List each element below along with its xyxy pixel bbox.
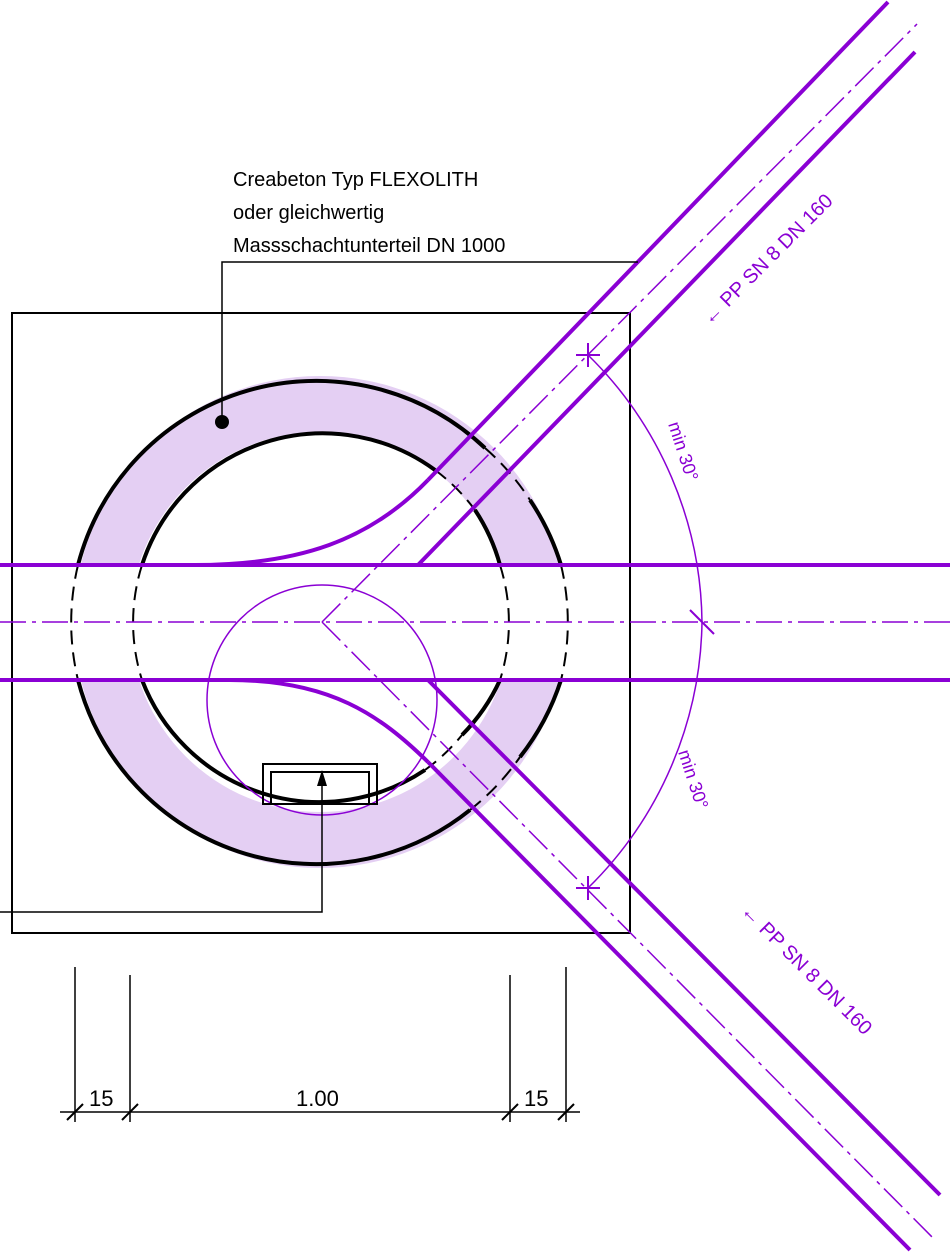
- outer-wall-right: [528, 498, 563, 566]
- callout-line2: oder gleichwertig: [233, 202, 384, 224]
- upper-pipe-inner-wall: [426, 0, 890, 482]
- upper-pipe-centerline: [321, 23, 918, 623]
- dim-right-label: 15: [524, 1086, 548, 1111]
- upper-angle-arc: [587, 354, 703, 623]
- dim-tick-1: [66, 1103, 84, 1121]
- upper-pipe-branch-curve: [194, 478, 430, 567]
- outer-wall-lower-right: [518, 679, 563, 759]
- inner-wall-lower-right: [460, 679, 502, 737]
- lower-pipe-inner-wall: [426, 760, 912, 1252]
- foundation-outline: [11, 312, 631, 934]
- callout-line3: Massschachtunterteil DN 1000: [233, 235, 505, 257]
- outer-wall-hidden-right: [560, 564, 569, 681]
- lower-pipe-outer-wall: [426, 678, 942, 1197]
- dim-left-label: 15: [89, 1086, 113, 1111]
- lower-angle-label: min 30°: [674, 747, 712, 811]
- dim-tick-4: [557, 1103, 575, 1121]
- callout-line1: Creabeton Typ FLEXOLITH: [233, 169, 478, 191]
- inner-wall-hidden-lower: [424, 734, 463, 771]
- lower-pipe-centerline: [321, 621, 936, 1241]
- callout-leader: [221, 261, 638, 422]
- outer-wall-top: [76, 378, 487, 566]
- inner-wall-right: [473, 508, 502, 566]
- dim-middle-label: 1.00: [296, 1086, 339, 1111]
- outer-wall-hidden-left: [70, 564, 79, 681]
- dim-tick-3: [501, 1103, 519, 1121]
- inner-wall-hidden-left: [132, 564, 143, 681]
- mid-angle-tick: [689, 609, 715, 635]
- outer-wall-bottom: [76, 679, 472, 867]
- lower-pipe-branch-curve: [229, 678, 430, 764]
- bench-leader-arrow: [317, 770, 327, 786]
- bench-leader: [0, 780, 323, 913]
- upper-pipe-label: ← PP SN 8 DN 160: [698, 190, 837, 329]
- lower-pipe-label: ← PP SN 8 DN 160: [736, 900, 875, 1039]
- inner-wall-hidden-right: [499, 564, 510, 681]
- dim-tick-2: [121, 1103, 139, 1121]
- callout-dot: [215, 415, 229, 429]
- bench-inner: [270, 771, 370, 805]
- inner-wall-top: [140, 431, 437, 566]
- upper-pipe-outer-wall: [416, 50, 917, 567]
- inner-wall-bottom: [140, 679, 427, 805]
- main-channel-band: [70, 565, 570, 681]
- lower-angle-arc: [587, 621, 703, 889]
